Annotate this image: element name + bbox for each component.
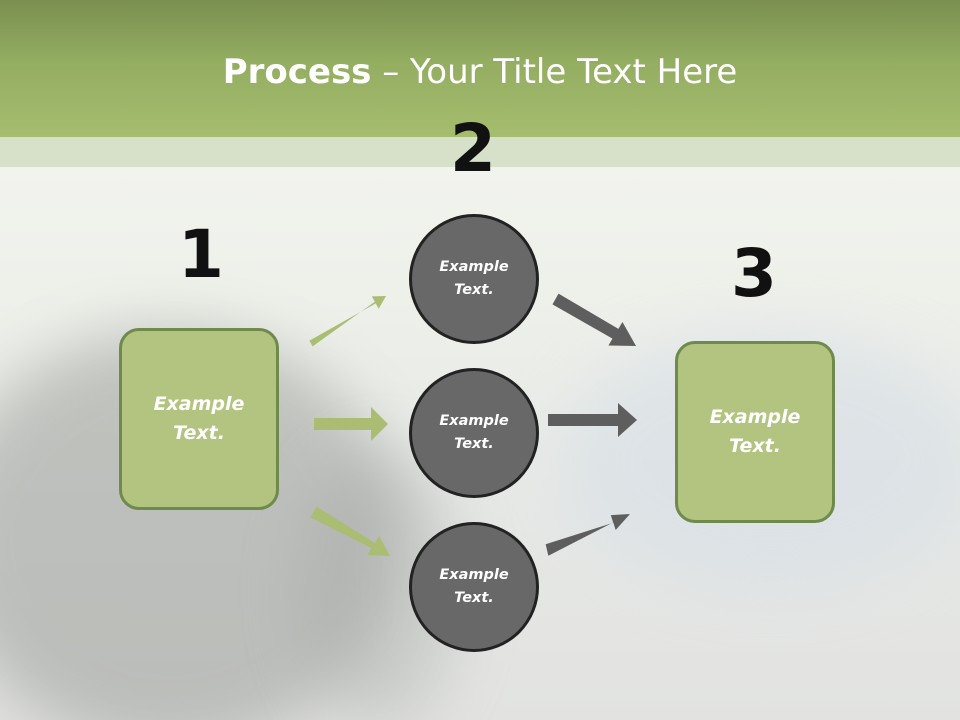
title-bold: Process (222, 52, 372, 92)
right-box-text: Example Text. (709, 406, 801, 457)
circle-2: Example Text. (409, 368, 539, 498)
arrow-right-icon (545, 514, 630, 556)
arrow-right-icon (548, 403, 637, 437)
arrow-right-icon (314, 407, 388, 441)
green-arrows (309, 296, 390, 556)
slide-title: Process – Your Title Text Here (0, 52, 960, 92)
circle-1-text: Example Text. (439, 259, 509, 298)
arrow-right-icon (310, 506, 390, 556)
step-number-3: 3 (731, 235, 777, 312)
title-rest: – Your Title Text Here (371, 52, 738, 92)
left-box-text: Example Text. (153, 393, 245, 444)
gray-arrows (545, 293, 637, 556)
circle-3-text: Example Text. (439, 567, 509, 606)
left-box: Example Text. (119, 328, 279, 510)
right-box: Example Text. (675, 341, 835, 523)
header-band (0, 0, 960, 137)
arrow-right-icon (309, 296, 386, 347)
circle-2-text: Example Text. (439, 413, 509, 452)
step-number-2: 2 (450, 110, 496, 187)
circle-1: Example Text. (409, 214, 539, 344)
circle-3: Example Text. (409, 522, 539, 652)
header-strip (0, 137, 960, 167)
arrow-right-icon (552, 293, 636, 346)
step-number-1: 1 (178, 216, 224, 293)
